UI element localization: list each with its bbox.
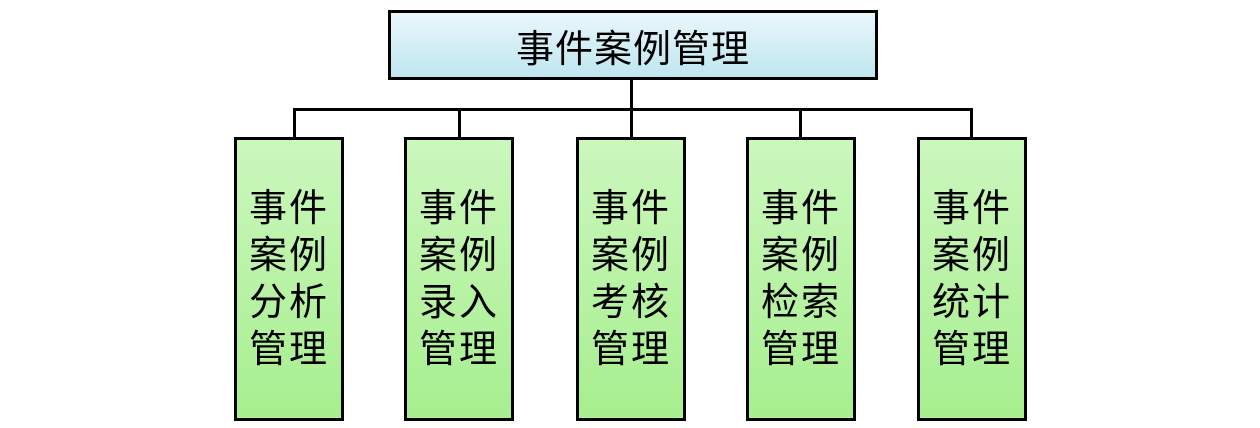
child-node-label: 事件案例分析管理	[249, 186, 330, 371]
child-node-label: 事件案例考核管理	[591, 186, 672, 371]
child-drop-line-3	[630, 108, 633, 138]
child-drop-line-2	[458, 108, 461, 138]
root-node: 事件案例管理	[388, 10, 878, 80]
child-drop-line-4	[799, 108, 802, 138]
child-drop-line-1	[293, 108, 296, 138]
child-node-entry: 事件案例录入管理	[404, 137, 514, 421]
child-node-label: 事件案例录入管理	[419, 186, 500, 371]
horizontal-bus-line	[293, 108, 973, 111]
child-drop-line-5	[970, 108, 973, 138]
root-node-label: 事件案例管理	[515, 26, 750, 71]
child-node-label: 事件案例检索管理	[761, 186, 842, 371]
child-node-label: 事件案例统计管理	[932, 186, 1013, 371]
child-node-statistics: 事件案例统计管理	[917, 137, 1027, 421]
child-node-analysis: 事件案例分析管理	[234, 137, 344, 421]
child-node-retrieval: 事件案例检索管理	[746, 137, 856, 421]
child-node-assessment: 事件案例考核管理	[576, 137, 686, 421]
root-stem-line	[630, 80, 633, 110]
